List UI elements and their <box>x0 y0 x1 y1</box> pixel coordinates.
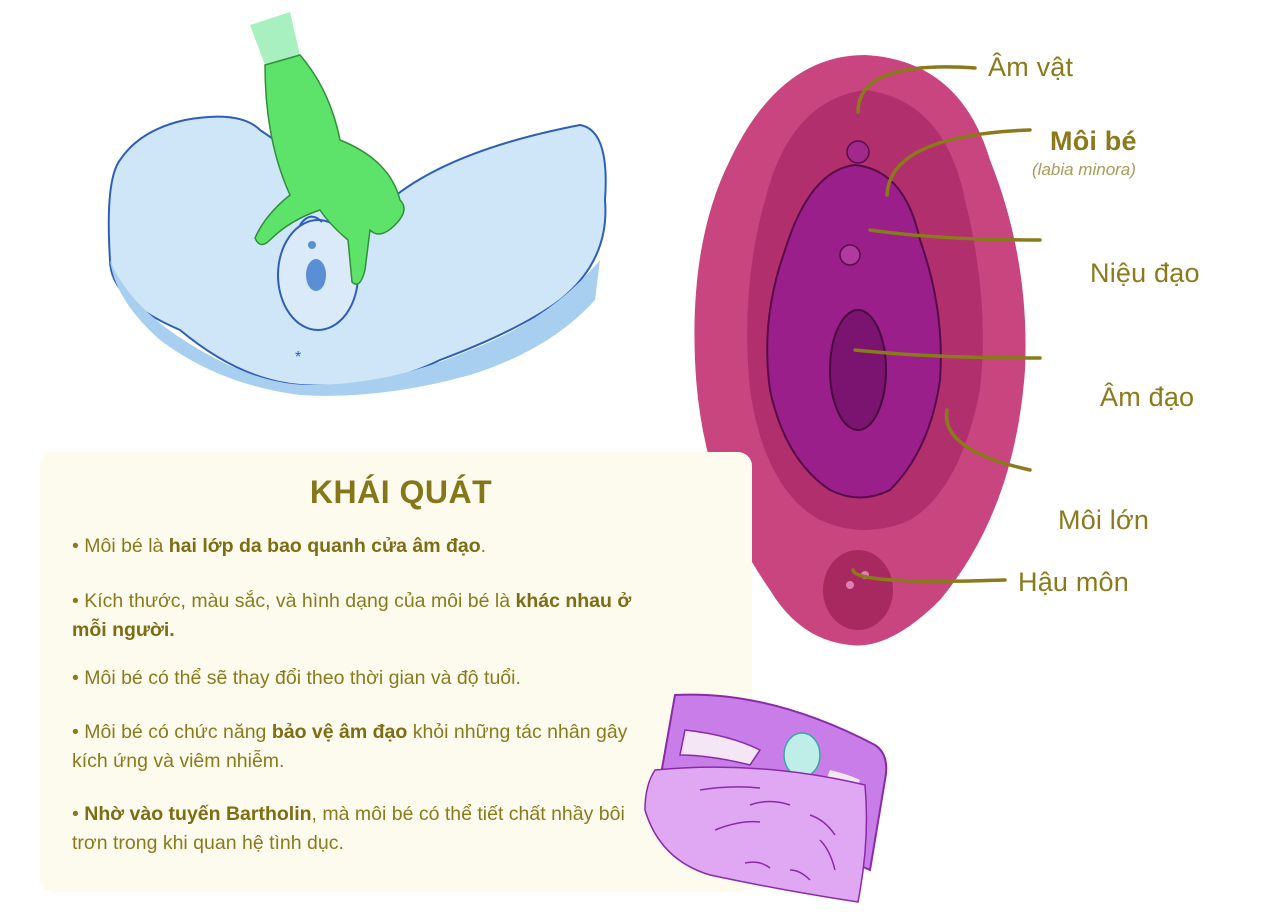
gloved-hand-icon <box>250 12 405 285</box>
bullet-text: , mà môi bé có thể tiết chất nhầy bôi tr… <box>72 803 625 854</box>
bullet-text: . <box>480 535 487 557</box>
bullet-bold: bảo vệ âm đạo <box>271 721 408 743</box>
bullet-1: • Môi bé là hai lớp da bao quanh cửa âm … <box>72 532 632 561</box>
bullet-text: • Môi bé có chức năng <box>72 721 272 743</box>
label-vagina: Âm đạo <box>1100 382 1195 412</box>
bullet-text: • Môi bé có thể sẽ thay đổi theo thời gi… <box>72 667 521 689</box>
svg-text:*: * <box>295 349 301 366</box>
bullet-text: • Môi bé là <box>72 535 169 557</box>
bed-illustration <box>644 693 888 903</box>
label-labia-minora-latin: (labia minora) <box>1032 160 1136 179</box>
blanket-shape <box>644 766 868 903</box>
bullet-text: khỏi những tác nhân gây kích ứng và viêm… <box>72 721 628 772</box>
exam-illustration: * <box>107 12 607 396</box>
bullet-2: • Kích thước, màu sắc, và hình dạng của … <box>72 587 632 645</box>
bullet-bold: khác nhau ở mỗi người. <box>72 590 632 641</box>
label-labia-minora: Môi bé <box>1050 126 1137 156</box>
label-anus: Hậu môn <box>1018 567 1129 597</box>
info-card: KHÁI QUÁT • Môi bé là hai lớp da bao qua… <box>40 452 752 892</box>
bullet-text: • Kích thước, màu sắc, và hình dạng của … <box>72 590 516 612</box>
card-title: KHÁI QUÁT <box>309 474 493 510</box>
bullet-3: • Môi bé có thể sẽ thay đổi theo thời gi… <box>72 664 632 693</box>
bullet-4: • Môi bé có chức năng bảo vệ âm đạo khỏi… <box>72 718 632 776</box>
leader-lines <box>851 65 1042 583</box>
label-labia-majora: Môi lớn <box>1058 505 1150 535</box>
urethra-shape <box>839 244 861 266</box>
clitoris-shape <box>846 140 870 164</box>
person-head-shape <box>783 732 821 778</box>
label-urethra: Niệu đạo <box>1090 258 1200 288</box>
bullet-text: • <box>72 803 85 825</box>
bullet-bold: Nhờ vào tuyến Bartholin <box>84 803 312 825</box>
vaginal-opening-shape <box>829 309 887 431</box>
bullet-bold: hai lớp da bao quanh cửa âm đạo <box>168 535 481 557</box>
anus-shape <box>823 550 893 630</box>
bullet-5: • Nhờ vào tuyến Bartholin, mà môi bé có … <box>72 800 632 858</box>
label-clitoris: Âm vật <box>988 52 1074 82</box>
